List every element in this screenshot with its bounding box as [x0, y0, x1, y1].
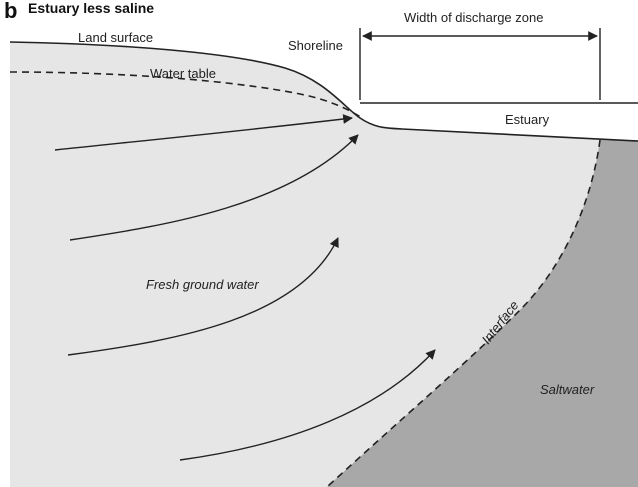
- flow-arrow-1: [54, 114, 353, 151]
- flow-arrow-4: [179, 349, 436, 461]
- fresh-ground-water-label: Fresh ground water: [146, 277, 259, 292]
- width-of-discharge-zone-label: Width of discharge zone: [404, 10, 543, 25]
- panel-letter: b: [4, 0, 17, 23]
- land-surface-label: Land surface: [78, 30, 153, 45]
- flow-arrow-3: [67, 237, 339, 356]
- water-table-line: [9, 71, 363, 119]
- saltwater-label: Saltwater: [540, 382, 595, 397]
- interface-line: [326, 139, 601, 487]
- saltwater-region: [327, 140, 638, 487]
- estuary-label: Estuary: [505, 112, 550, 127]
- land-surface-line: [9, 41, 638, 142]
- figure-title: Estuary less saline: [28, 0, 154, 16]
- shoreline-label: Shoreline: [288, 38, 343, 53]
- water-table-label: Water table: [150, 66, 216, 81]
- flow-arrow-2: [69, 134, 359, 241]
